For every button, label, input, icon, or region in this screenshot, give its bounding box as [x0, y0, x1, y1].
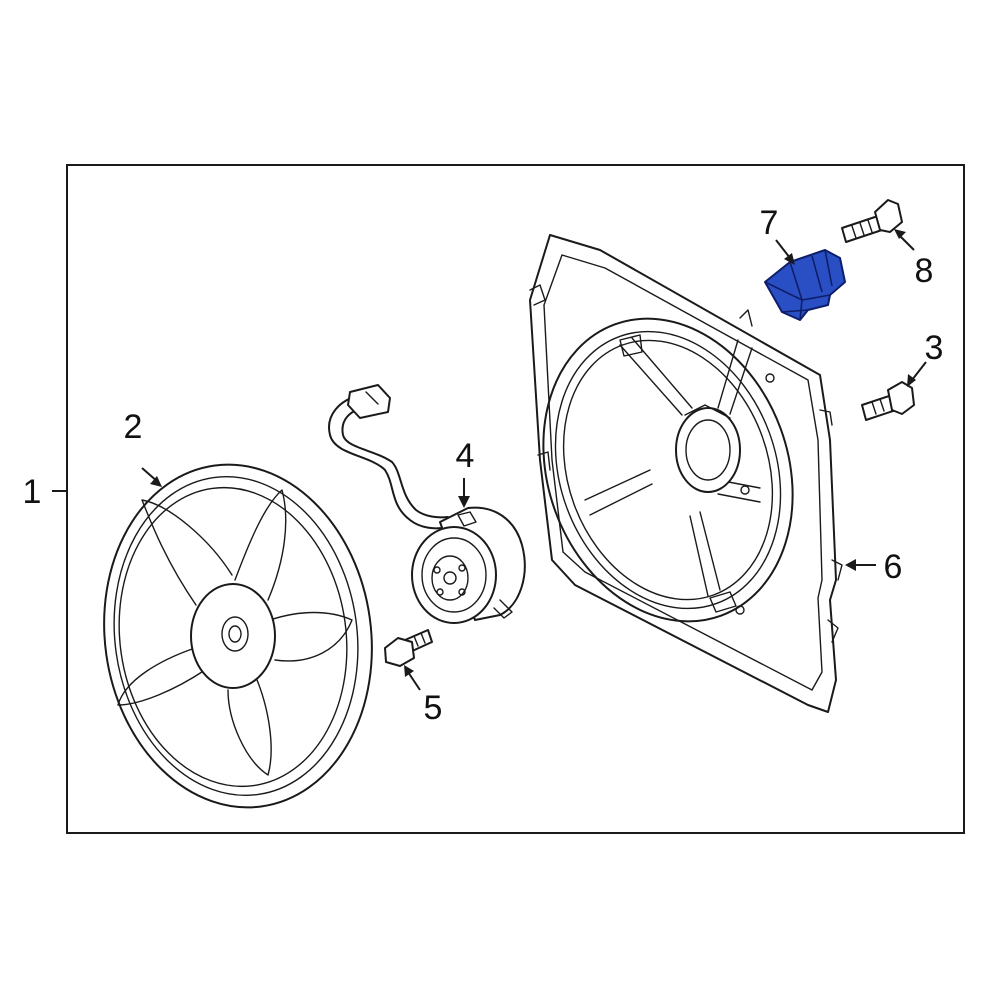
part-4-motor[interactable]: [328, 384, 526, 624]
callout-7: 7: [760, 204, 779, 242]
callout-5: 5: [424, 689, 443, 727]
callout-3: 3: [925, 329, 944, 367]
callout-4: 4: [456, 437, 475, 475]
callout-6: 6: [884, 548, 903, 586]
part-8-bolt[interactable]: [841, 199, 903, 243]
callout-1: 1: [23, 473, 42, 511]
part-2-fan[interactable]: [82, 447, 393, 825]
part-5-bolt[interactable]: [384, 629, 433, 667]
part-7-clip[interactable]: [764, 249, 846, 321]
callout-8: 8: [915, 252, 934, 290]
callout-2: 2: [124, 408, 143, 446]
part-3-bolt[interactable]: [861, 381, 915, 421]
assembly-frame: [66, 164, 965, 834]
part-6-shroud[interactable]: [502, 234, 843, 713]
